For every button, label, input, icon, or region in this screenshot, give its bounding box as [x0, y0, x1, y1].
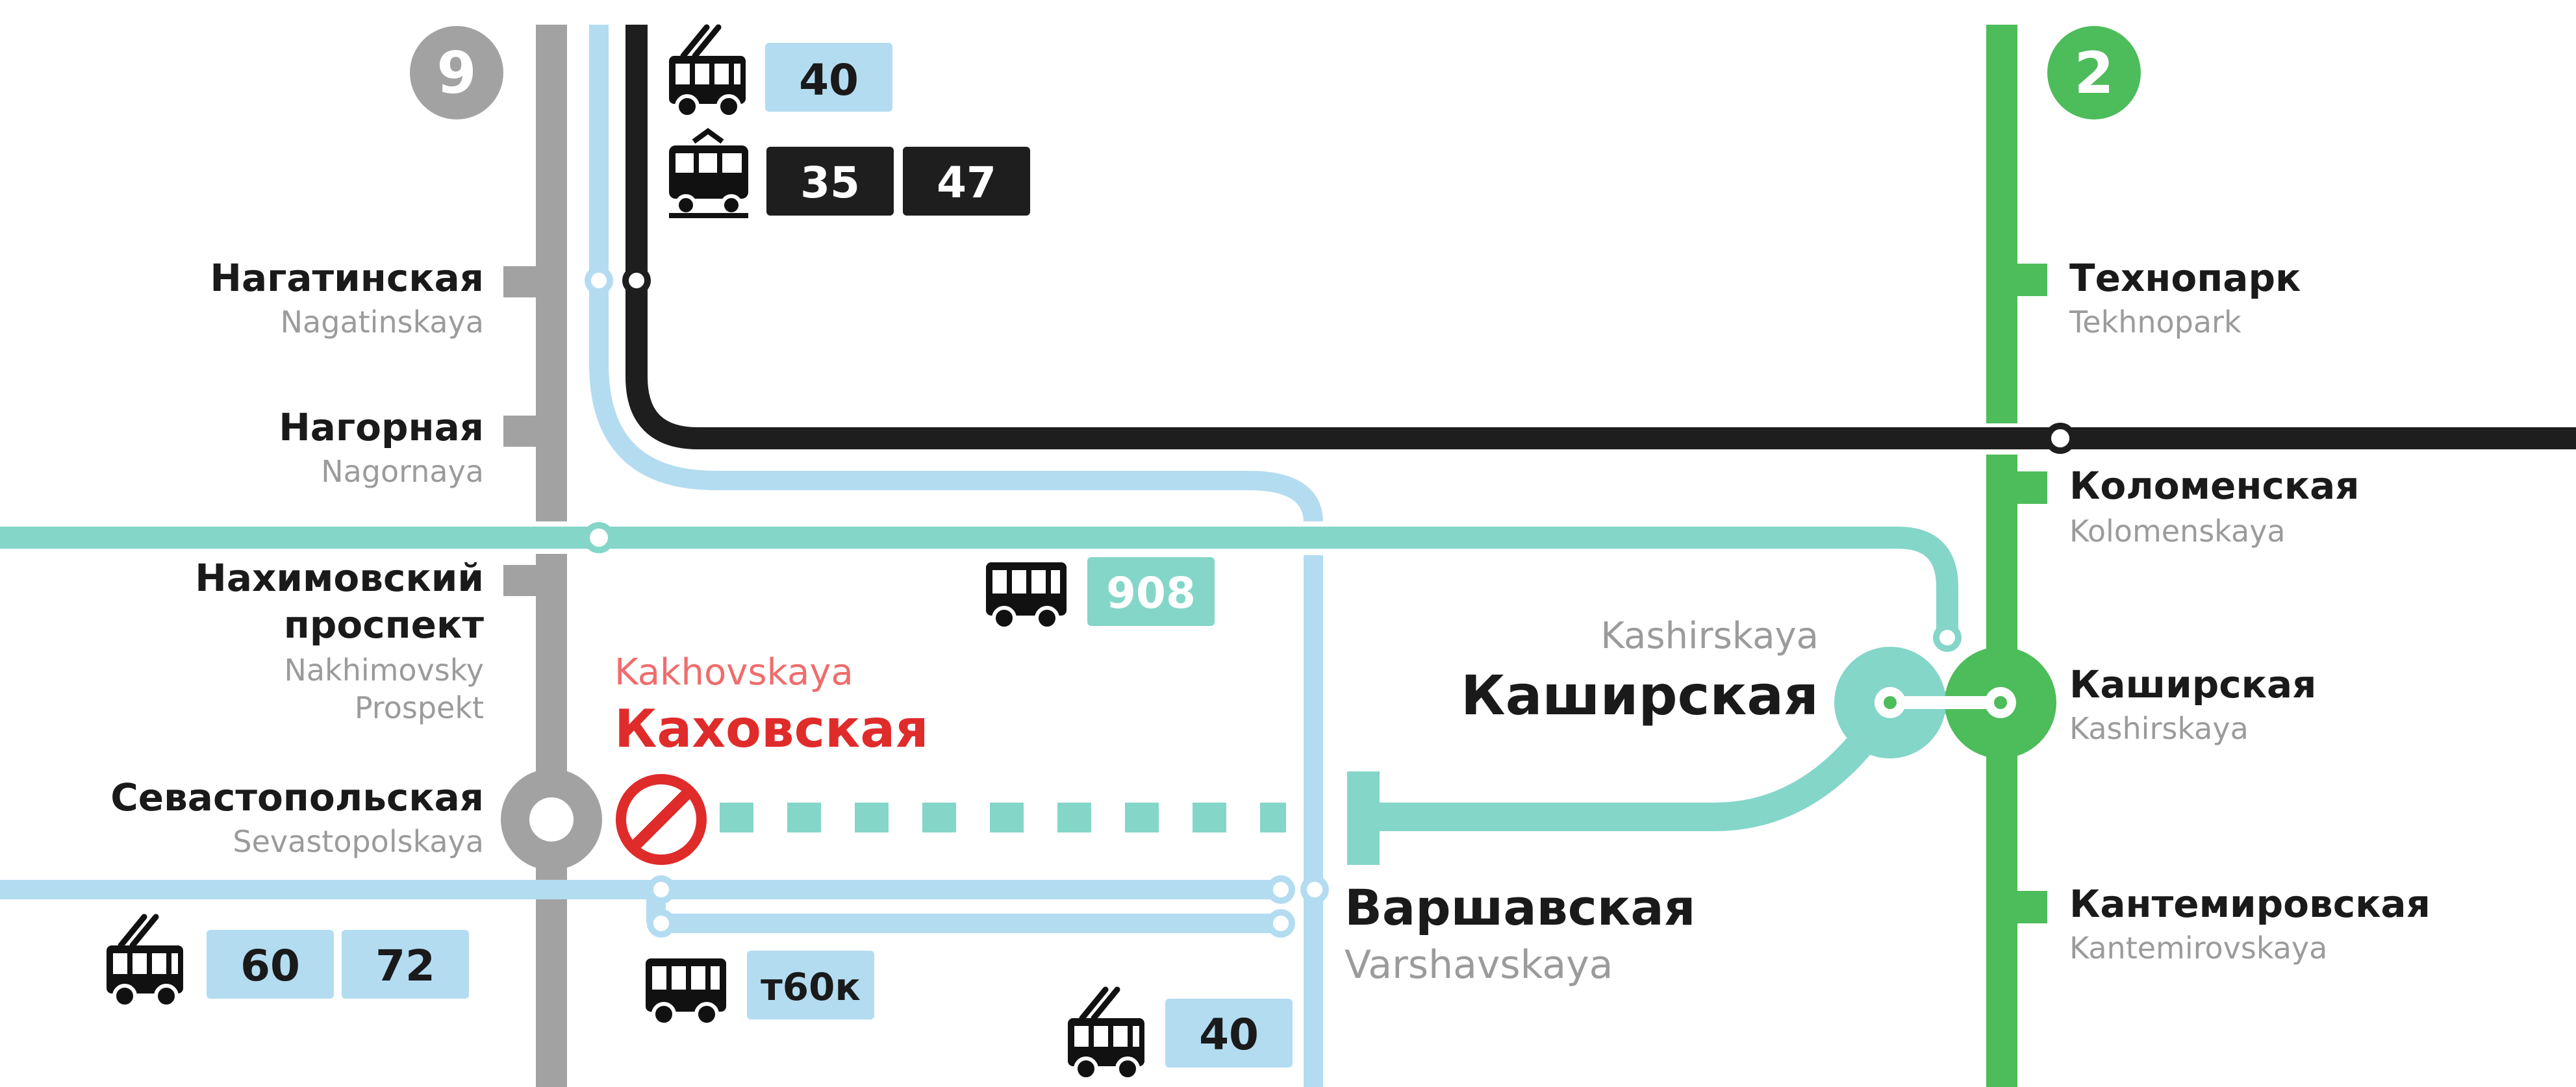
route-badge-bottom-trolley-40: 40 [1068, 990, 1293, 1079]
bus-icon [646, 958, 726, 1025]
tram-icon [669, 131, 748, 218]
station-nakhimovsky-ru-line2: проспект [284, 603, 485, 647]
station-nakhimovsky-en-line1: Nakhimovsky [284, 653, 484, 688]
station-kolomenskaya-en: Kolomenskaya [2069, 514, 2286, 549]
route-badge-bus-t60k: т60к [646, 951, 874, 1025]
closed-station-icon [616, 774, 707, 865]
trolleybus-icon [669, 27, 746, 117]
line-2-track [1986, 25, 2017, 1087]
station-nagatinskaya-ru: Нагатинская [210, 256, 484, 300]
bus-icon [986, 562, 1067, 629]
trolleybus-route-60-72-track [0, 880, 1283, 933]
station-kantemirovskaya-en: Kantemirovskaya [2069, 931, 2327, 966]
bcl-line-track [0, 521, 1964, 865]
svg-text:2: 2 [2074, 40, 2114, 106]
route-badge-top-tram: 35 47 [669, 131, 1030, 218]
svg-text:72: 72 [375, 941, 435, 991]
svg-text:т60к: т60к [761, 965, 861, 1009]
closed-bcl-segment [720, 803, 1286, 832]
station-kolomenskaya-ru: Коломенская [2069, 464, 2360, 508]
trolleybus-icon [1068, 990, 1144, 1079]
route-badge-top-trolley: 40 [669, 27, 892, 117]
station-kashirskaya-bcl-en: Kashirskaya [1600, 615, 1819, 657]
station-kashirskaya-l2-ru: Каширская [2069, 662, 2316, 706]
route-badge-bus-908: 908 [986, 557, 1215, 629]
station-sevastopolskaya-ru: Севастопольская [110, 775, 484, 819]
svg-text:47: 47 [937, 158, 996, 208]
tram-route-track [620, 25, 2576, 455]
stop-circles [583, 266, 2076, 938]
station-kakhovskaya-en: Kakhovskaya [614, 651, 853, 693]
sevastopolskaya-interchange [501, 769, 602, 870]
station-varshavskaya-ru: Варшавская [1345, 879, 1695, 936]
trolleybus-route-40-track [584, 25, 1328, 1087]
svg-text:40: 40 [799, 55, 859, 105]
svg-text:60: 60 [240, 941, 300, 991]
station-tekhnopark-ru: Технопарк [2069, 256, 2301, 300]
route-badge-trolley-60-72: 60 72 [107, 917, 469, 1006]
trolleybus-icon [107, 917, 183, 1006]
svg-text:908: 908 [1106, 568, 1196, 618]
line-2-station-ticks [2017, 264, 2047, 923]
station-nagatinskaya-en: Nagatinskaya [281, 305, 484, 340]
line-2-badge: 2 [2047, 26, 2141, 119]
station-kantemirovskaya-ru: Кантемировская [2069, 882, 2431, 926]
station-nakhimovsky-ru-line1: Нахимовский [195, 556, 484, 600]
svg-text:35: 35 [800, 158, 860, 208]
svg-text:40: 40 [1199, 1010, 1259, 1060]
station-nakhimovsky-en-line2: Prospekt [355, 690, 484, 725]
line-9-station-ticks [503, 266, 551, 596]
station-nagornaya-en: Nagornaya [321, 454, 484, 489]
kashirskaya-interchange [1834, 647, 2056, 758]
station-kashirskaya-bcl-ru: Каширская [1461, 664, 1819, 727]
station-sevastopolskaya-en: Sevastopolskaya [233, 824, 484, 859]
station-varshavskaya-en: Varshavskaya [1345, 942, 1613, 988]
station-kashirskaya-l2-en: Kashirskaya [2069, 711, 2249, 746]
station-nagornaya-ru: Нагорная [279, 405, 484, 449]
line-9-badge: 9 [410, 26, 503, 119]
station-tekhnopark-en: Tekhnopark [2069, 305, 2241, 340]
svg-text:9: 9 [436, 40, 476, 106]
station-kakhovskaya-ru: Каховская [614, 699, 929, 759]
